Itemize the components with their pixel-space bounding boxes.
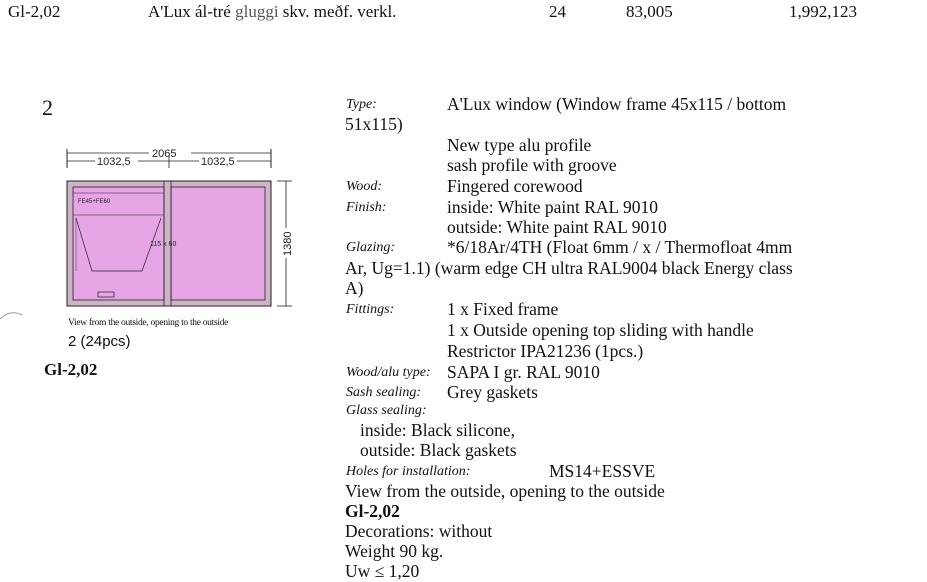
opening-size-label: 115 x 60: [150, 241, 176, 248]
item-description: A'Lux ál-tré gluggi skv. meðf. verkl.: [148, 2, 396, 22]
sash-sealing-value: Grey gaskets: [447, 382, 538, 402]
wood-label: Wood:: [346, 179, 383, 194]
glazing-value-3: A): [345, 278, 364, 298]
fittings-3: Restrictor IPA21236 (1pcs.): [447, 341, 644, 361]
glass-sealing-label: Glass sealing:: [346, 403, 427, 418]
right-width-label: 1032,5: [201, 156, 235, 168]
left-panel: [72, 186, 165, 301]
item-unit-price: 83,005: [626, 2, 673, 21]
finish-inside: inside: White paint RAL 9010: [447, 197, 658, 217]
item-number: 2: [42, 95, 53, 120]
item-code-label: Gl-2,02: [44, 360, 98, 379]
glazing-value-2: Ar, Ug=1.1) (warm edge CH ultra RAL9004 …: [345, 258, 793, 278]
item-quantity: 24: [549, 2, 566, 21]
glass-sealing-outside: outside: Black gaskets: [360, 440, 517, 460]
type-note-2: sash profile with groove: [447, 155, 617, 175]
sash-sealing-label: Sash sealing:: [346, 385, 422, 400]
view-note: View from the outside, opening to the ou…: [345, 481, 665, 501]
finish-outside: outside: White paint RAL 9010: [447, 217, 667, 237]
item-total: 1,992,123: [789, 2, 857, 21]
left-width-label: 1032,5: [97, 156, 131, 168]
drawing-caption: View from the outside, opening to the ou…: [68, 318, 229, 328]
type-value-cont: 51x115): [345, 114, 403, 134]
glazing-value: *6/18Ar/4TH (Float 6mm / x / Thermofloat…: [447, 237, 793, 257]
overall-width-label: 2065: [152, 148, 176, 160]
height-label: 1380: [282, 232, 294, 256]
glass-sealing-inside: inside: Black silicone,: [360, 420, 516, 440]
spec-code: Gl-2,02: [345, 501, 400, 521]
window-drawing: 2065 1032,5 1032,5 FE45+FE60 115 x 60 13…: [66, 148, 294, 307]
wood-alu-value: SAPA I gr. RAL 9010: [447, 362, 600, 382]
decorations: Decorations: without: [345, 521, 493, 541]
fittings-2: 1 x Outside opening top sliding with han…: [447, 320, 754, 340]
vent-label: FE45+FE60: [78, 199, 111, 205]
holes-label: Holes for installation:: [346, 464, 471, 479]
finish-label: Finish:: [346, 200, 387, 215]
uw-value: Uw ≤ 1,20: [345, 561, 420, 581]
type-note-1: New type alu profile: [447, 135, 592, 155]
glazing-label: Glazing:: [346, 240, 395, 255]
right-panel: [170, 186, 266, 301]
page-edge-mark: [0, 312, 23, 320]
weight: Weight 90 kg.: [345, 541, 444, 561]
drawing-count: 2 (24pcs): [68, 333, 131, 350]
holes-value: MS14+ESSVE: [549, 461, 656, 481]
description-end: skv. meðf. verkl.: [282, 2, 397, 21]
type-value: A'Lux window (Window frame 45x115 / bott…: [447, 94, 787, 114]
description-highlight: gluggi: [235, 2, 279, 21]
item-code: Gl-2,02: [8, 2, 61, 21]
wood-value: Fingered corewood: [447, 176, 583, 196]
description-start: A'Lux ál-tré: [148, 2, 231, 21]
fittings-1: 1 x Fixed frame: [447, 299, 559, 319]
fittings-label: Fittings:: [346, 302, 395, 317]
type-label: Type:: [346, 97, 377, 112]
wood-alu-label: Wood/alu type:: [346, 365, 431, 380]
